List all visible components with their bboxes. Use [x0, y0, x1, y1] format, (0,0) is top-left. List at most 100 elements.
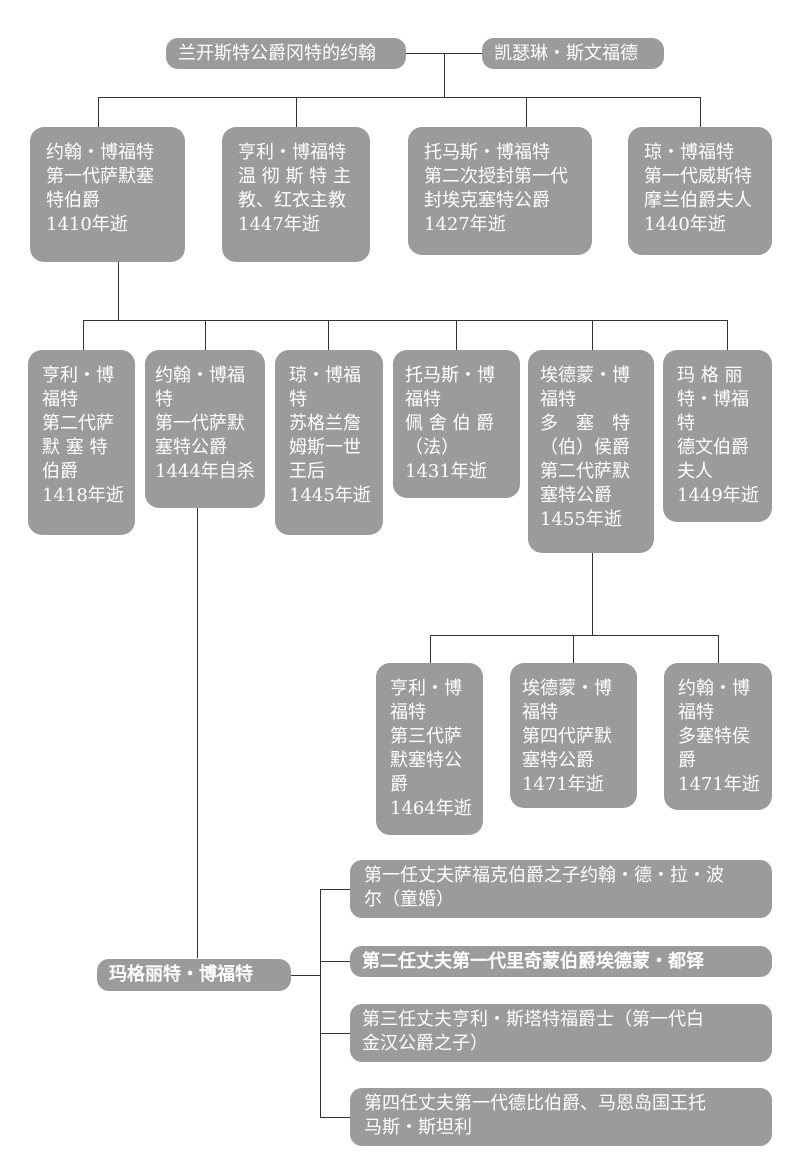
label-line: 默 塞 特 — [42, 437, 108, 458]
label-line: 第二任丈夫第一代里奇蒙伯爵埃德蒙・都铎 — [362, 951, 704, 972]
connector — [700, 97, 702, 127]
label-line: 苏格兰詹 — [289, 413, 361, 434]
label-line: 约翰・博福 — [155, 365, 245, 386]
label-line: 封埃克塞特公爵 — [424, 190, 550, 211]
label-line: 爵 — [678, 750, 696, 771]
person-john-of-gaunt: 兰开斯特公爵冈特的约翰 — [166, 38, 406, 69]
husband-3: 第三任丈夫亨利・斯塔特福爵士（第一代白金汉公爵之子） — [350, 1004, 772, 1062]
connector — [98, 97, 701, 99]
connector — [320, 889, 350, 891]
label-line: 多 塞 特 — [540, 413, 630, 434]
connector — [592, 320, 594, 350]
connector — [197, 508, 199, 958]
connector — [205, 320, 207, 350]
label-line: 第一代威斯特 — [644, 166, 752, 187]
label-line: 1440年逝 — [644, 214, 726, 235]
connector — [328, 320, 330, 350]
label-line: 默塞特公 — [390, 750, 462, 771]
connector — [83, 320, 728, 322]
label-line: 特 — [155, 389, 173, 410]
label-line: 1431年逝 — [405, 461, 487, 482]
label-line: 金汉公爵之子） — [362, 1033, 488, 1054]
label-line: 1471年逝 — [678, 774, 760, 795]
label-line: 约翰・博 — [678, 678, 750, 699]
label-line: 玛 格 丽 — [677, 365, 743, 386]
label-line: 第一代萨默塞 — [46, 166, 154, 187]
label-line: 特伯爵 — [46, 190, 100, 211]
person-henry-beaufort-cardinal: 亨利・博福特温 彻 斯 特 主教、红衣主教 1447年逝 — [222, 127, 370, 262]
label-line: 福特 — [390, 702, 426, 723]
label-line: （法） — [405, 437, 459, 458]
label-line: 特 — [677, 413, 695, 434]
connector — [291, 975, 320, 977]
label-line: 福特 — [540, 389, 576, 410]
label-line: 王后 — [289, 461, 325, 482]
connector — [718, 635, 720, 663]
label-line: 福特 — [42, 389, 78, 410]
connector — [727, 320, 729, 350]
label-line: 夫人 — [677, 461, 713, 482]
label-line: 约翰・博福特 — [46, 142, 154, 163]
husband-2: 第二任丈夫第一代里奇蒙伯爵埃德蒙・都铎 — [350, 946, 772, 977]
label-line: 琼・博福 — [289, 365, 361, 386]
label-line: 1427年逝 — [424, 214, 506, 235]
label-line: 兰开斯特公爵冈特的约翰 — [178, 43, 376, 64]
label-line: 爵 — [390, 774, 408, 795]
connector — [430, 635, 432, 663]
connector — [320, 1117, 350, 1119]
label-line: 马斯・斯坦利 — [364, 1117, 472, 1138]
label-line: 1449年逝 — [677, 485, 759, 506]
label-line: 第二代萨默 — [540, 461, 630, 482]
label-line: 埃德蒙・博 — [522, 678, 612, 699]
label-line: 德文伯爵 — [677, 437, 749, 458]
label-line: 尔（童婚） — [364, 889, 454, 910]
label-line: 佩 舍 伯 爵 — [405, 413, 495, 434]
connector — [118, 262, 120, 320]
label-line: 1464年逝 — [390, 798, 472, 819]
label-line: 1418年逝 — [42, 485, 124, 506]
connector — [456, 320, 458, 350]
label-line: 塞特公爵 — [155, 437, 227, 458]
label-line: 1445年逝 — [289, 485, 371, 506]
label-line: 第四任丈夫第一代德比伯爵、马恩岛国王托 — [364, 1093, 706, 1114]
connector — [320, 889, 322, 1118]
label-line: 福特 — [405, 389, 441, 410]
label-line: 福特 — [678, 702, 714, 723]
label-line: 教、红衣主教 — [238, 190, 346, 211]
label-line: 亨利・博 — [42, 365, 114, 386]
connector — [444, 53, 446, 97]
label-line: 亨利・博 — [390, 678, 462, 699]
person-thomas-beaufort-exeter: 托马斯・博福特第二次授封第一代封埃克塞特公爵 1427年逝 — [408, 127, 592, 255]
label-line: 1455年逝 — [540, 509, 622, 530]
label-line: 第一代萨默 — [155, 413, 245, 434]
husband-4: 第四任丈夫第一代德比伯爵、马恩岛国王托马斯・斯坦利 — [350, 1088, 772, 1146]
label-line: 第三代萨 — [390, 726, 462, 747]
husband-1: 第一任丈夫萨福克伯爵之子约翰・德・拉・波尔（童婚） — [350, 860, 772, 918]
label-line: 1447年逝 — [238, 214, 320, 235]
label-line: 第二代萨 — [42, 413, 114, 434]
label-line: 温 彻 斯 特 主 — [238, 166, 351, 187]
connector — [320, 1033, 350, 1035]
label-line: 玛格丽特・博福特 — [109, 964, 253, 985]
person-margaret-beaufort: 玛格丽特・博福特 — [97, 959, 291, 991]
person-katherine-swynford: 凯瑟琳・斯文福德 — [482, 38, 664, 69]
label-line: 第二次授封第一代 — [424, 166, 568, 187]
label-line: （伯）侯爵 — [540, 437, 630, 458]
label-line: 托马斯・博福特 — [424, 142, 550, 163]
label-line: 1471年逝 — [522, 774, 604, 795]
connector — [573, 635, 575, 663]
label-line: 亨利・博福特 — [238, 142, 346, 163]
label-line: 托马斯・博 — [405, 365, 495, 386]
label-line: 第三任丈夫亨利・斯塔特福爵士（第一代白 — [362, 1009, 704, 1030]
connector — [98, 97, 100, 127]
label-line: 琼・博福特 — [644, 142, 734, 163]
label-line: 塞特公爵 — [540, 485, 612, 506]
